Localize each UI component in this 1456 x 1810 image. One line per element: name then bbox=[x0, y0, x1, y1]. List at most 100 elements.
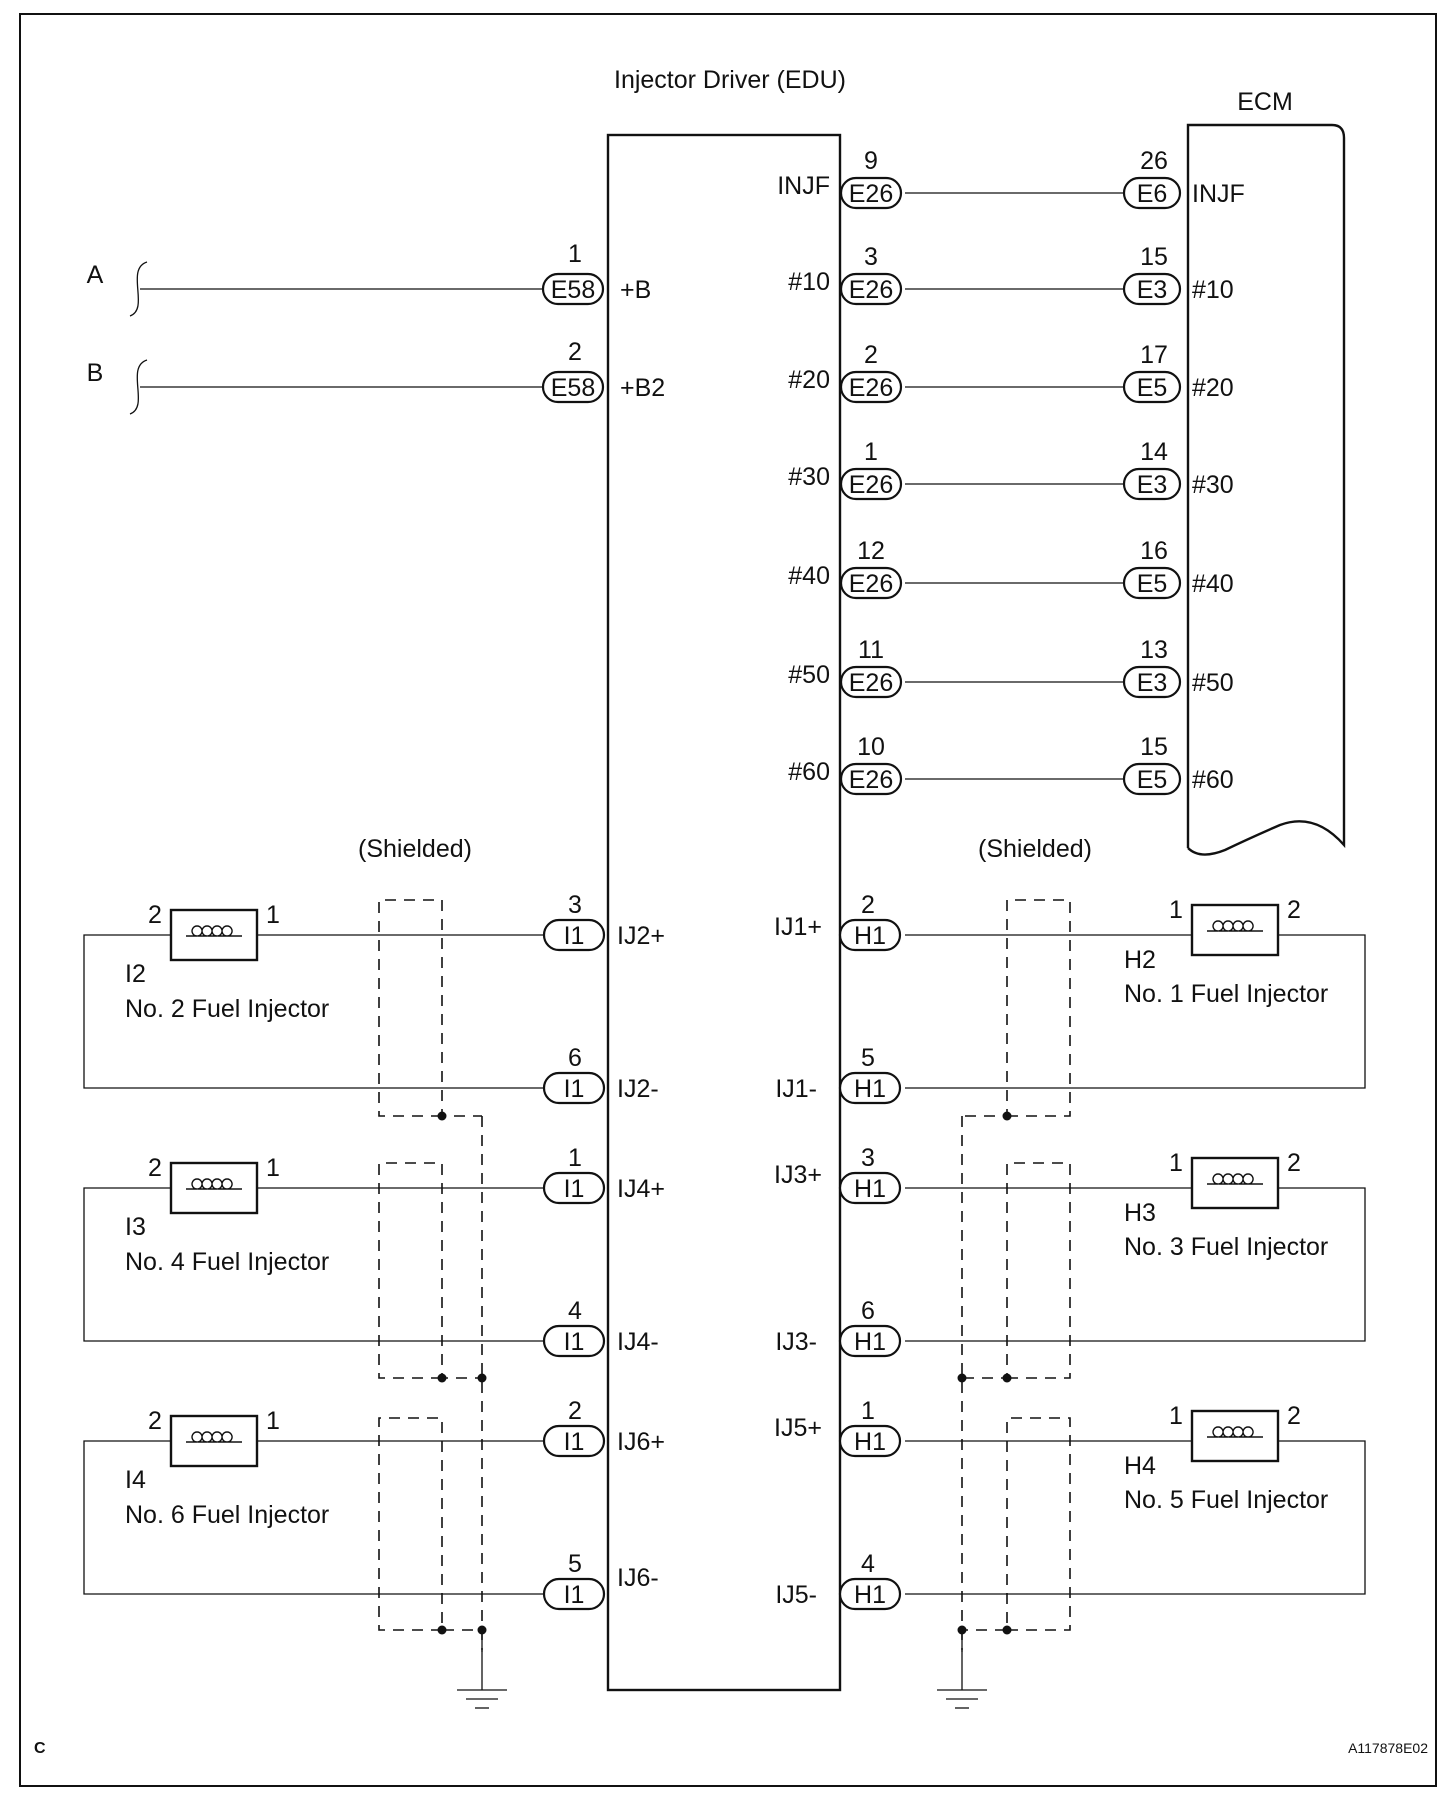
connector-shape bbox=[1122, 176, 1182, 210]
connector-label: H1 bbox=[854, 1581, 886, 1609]
figure-id: A117878E02 bbox=[1348, 1740, 1428, 1756]
coil-pin-number: 2 bbox=[1287, 1149, 1301, 1177]
pin-number: 4 bbox=[568, 1297, 582, 1325]
pin-number: 10 bbox=[857, 733, 885, 761]
coil-pin-number: 1 bbox=[266, 901, 280, 929]
connector-label: E26 bbox=[849, 276, 893, 304]
pin-number: 16 bbox=[1140, 537, 1168, 565]
ecm-terminal-label: #50 bbox=[1192, 669, 1234, 697]
terminal-label: IJ6- bbox=[617, 1564, 659, 1592]
connector-shape bbox=[1122, 665, 1182, 699]
connector-label: E26 bbox=[849, 374, 893, 402]
connector-label: H1 bbox=[854, 1075, 886, 1103]
connector-label: I1 bbox=[564, 922, 585, 950]
ecm-terminal-label: #20 bbox=[1192, 374, 1234, 402]
coil-icon bbox=[186, 1431, 242, 1443]
pin-number: 2 bbox=[568, 338, 582, 366]
pin-number: 14 bbox=[1140, 438, 1168, 466]
connector-label: E5 bbox=[1137, 374, 1168, 402]
edu-box bbox=[606, 133, 842, 1692]
ground-symbol-left bbox=[457, 1650, 507, 1709]
pin-number: 3 bbox=[861, 1144, 875, 1172]
connector-shape bbox=[541, 272, 605, 306]
connector-label: I1 bbox=[564, 1328, 585, 1356]
wire-layer bbox=[83, 192, 1366, 1652]
connector-label: E5 bbox=[1137, 766, 1168, 794]
pin-number: 17 bbox=[1140, 341, 1168, 369]
pin-number: 11 bbox=[858, 636, 884, 664]
terminal-label: IJ3- bbox=[775, 1328, 817, 1356]
coil-icon bbox=[1207, 920, 1263, 932]
injector-coil-box bbox=[1190, 1409, 1280, 1463]
edu-title: Injector Driver (EDU) bbox=[614, 66, 846, 94]
ecm-terminal-label: #30 bbox=[1192, 471, 1234, 499]
junction-dot bbox=[437, 1111, 447, 1121]
terminal-label: +B bbox=[620, 276, 651, 304]
terminal-label: IJ1- bbox=[775, 1075, 817, 1103]
coil-pin-number: 2 bbox=[148, 901, 162, 929]
component-name: No. 6 Fuel Injector bbox=[125, 1501, 329, 1529]
junction-dot bbox=[1002, 1373, 1012, 1383]
connector-shape bbox=[542, 1324, 606, 1358]
terminal-label: IJ5+ bbox=[774, 1414, 822, 1442]
connector-shape bbox=[542, 1424, 606, 1458]
connector-shape bbox=[839, 370, 903, 404]
coil-icon bbox=[1207, 1173, 1263, 1185]
coil-pin-number: 1 bbox=[266, 1154, 280, 1182]
shield-outline-left bbox=[378, 899, 482, 1117]
shield-layer bbox=[378, 899, 1071, 1650]
junction-dot bbox=[437, 1625, 447, 1635]
pin-number: 6 bbox=[861, 1297, 875, 1325]
component-name: No. 5 Fuel Injector bbox=[1124, 1486, 1328, 1514]
component-code: H3 bbox=[1124, 1199, 1156, 1227]
pin-number: 12 bbox=[857, 537, 885, 565]
connector-shape bbox=[838, 918, 902, 952]
pin-number: 4 bbox=[861, 1550, 875, 1578]
ecm-terminal-label: #40 bbox=[1192, 570, 1234, 598]
pin-number: 5 bbox=[861, 1044, 875, 1072]
component-code: H2 bbox=[1124, 946, 1156, 974]
source-label: A bbox=[87, 261, 104, 289]
junction-dot bbox=[957, 1373, 967, 1383]
coil-icon bbox=[186, 925, 242, 937]
ecm-terminal-label: #10 bbox=[1192, 276, 1234, 304]
ground-symbol-right bbox=[937, 1650, 987, 1709]
shield-outline-left bbox=[378, 1162, 482, 1379]
connector-label: H1 bbox=[854, 1428, 886, 1456]
coil-icon bbox=[186, 1178, 242, 1190]
connector-shape bbox=[1122, 272, 1182, 306]
connector-label: I1 bbox=[564, 1428, 585, 1456]
connector-label: I1 bbox=[564, 1581, 585, 1609]
connector-label: E26 bbox=[849, 471, 893, 499]
coil-pin-number: 1 bbox=[1169, 896, 1183, 924]
edu-terminal-label: #30 bbox=[788, 463, 830, 491]
edu-terminal-label: #40 bbox=[788, 562, 830, 590]
connector-shape bbox=[839, 467, 903, 501]
wire-break-icon bbox=[129, 359, 148, 415]
connector-shape bbox=[1122, 762, 1182, 796]
connector-shape bbox=[542, 918, 606, 952]
component-name: No. 4 Fuel Injector bbox=[125, 1248, 329, 1276]
connector-shape bbox=[1122, 467, 1182, 501]
edu-terminal-label: #50 bbox=[788, 661, 830, 689]
injector-circuit-wire bbox=[905, 1440, 1366, 1595]
connector-label: E26 bbox=[849, 766, 893, 794]
connector-shape bbox=[839, 272, 903, 306]
junction-dot bbox=[477, 1625, 487, 1635]
pin-number: 2 bbox=[568, 1397, 582, 1425]
pin-number: 2 bbox=[861, 891, 875, 919]
edu-terminal-label: #10 bbox=[788, 268, 830, 296]
injector-circuit-wire bbox=[83, 1440, 544, 1595]
pin-number: 6 bbox=[568, 1044, 582, 1072]
connector-shape bbox=[838, 1071, 902, 1105]
connector-label: H1 bbox=[854, 922, 886, 950]
coil-pin-number: 1 bbox=[1169, 1402, 1183, 1430]
pin-number: 2 bbox=[864, 341, 878, 369]
shield-outline-left bbox=[378, 1417, 482, 1631]
connector-shape bbox=[838, 1577, 902, 1611]
component-code: I3 bbox=[125, 1213, 146, 1241]
connector-shape bbox=[542, 1577, 606, 1611]
injector-circuit-wire bbox=[905, 1187, 1366, 1342]
connector-label: E3 bbox=[1137, 276, 1168, 304]
